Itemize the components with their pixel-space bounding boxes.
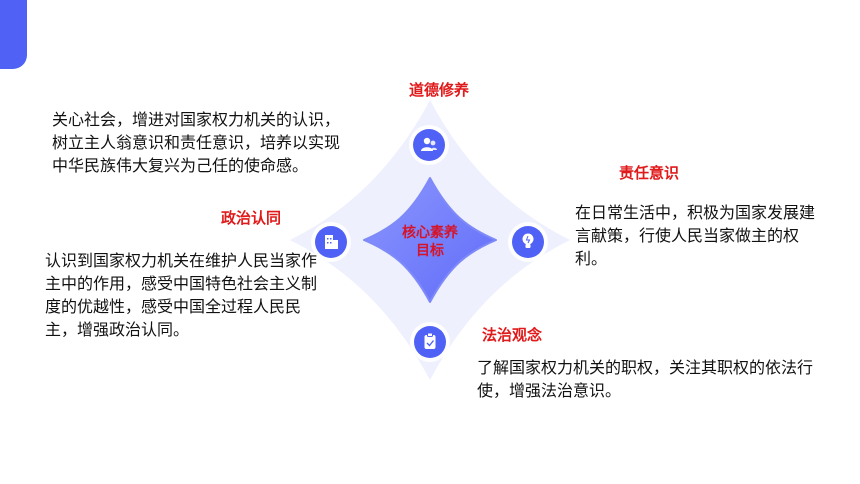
label-rule-of-law: 法治观念 [482,326,543,344]
corner-accent-tab [0,0,27,69]
node-left-icon [311,222,351,262]
text-sense-of-responsibility: 在日常生活中，积极为国家发展建言献策，行使人民当家做主的权利。 [575,203,816,268]
label-political-identity: 政治认同 [221,209,282,227]
building-icon [325,235,338,249]
text-political-identity: 认识到国家权力机关在维护人民当家作主中的作用，感受中国特色社会主义制度的优越性，… [45,251,318,339]
text-moral-cultivation: 关心社会，增进对国家权力机关的认识，树立主人翁意识和责任意识，培养以实现中华民族… [52,110,341,175]
text-rule-of-law: 了解国家权力机关的职权，关注其职权的依法行使，增强法治意识。 [477,358,814,400]
center-title: 核心素养 目标 [390,224,470,260]
node-right-icon [508,222,548,262]
center-title-line1: 核心素养 [402,225,458,241]
lightbulb-icon [522,233,534,248]
node-bottom-icon [410,322,450,362]
center-star [363,177,497,303]
label-moral-cultivation: 道德修养 [409,81,470,99]
people-icon [421,137,437,151]
label-sense-of-responsibility: 责任意识 [619,164,680,182]
clipboard-icon [424,332,436,349]
node-top-icon [409,125,449,165]
center-title-line2: 目标 [416,243,444,259]
